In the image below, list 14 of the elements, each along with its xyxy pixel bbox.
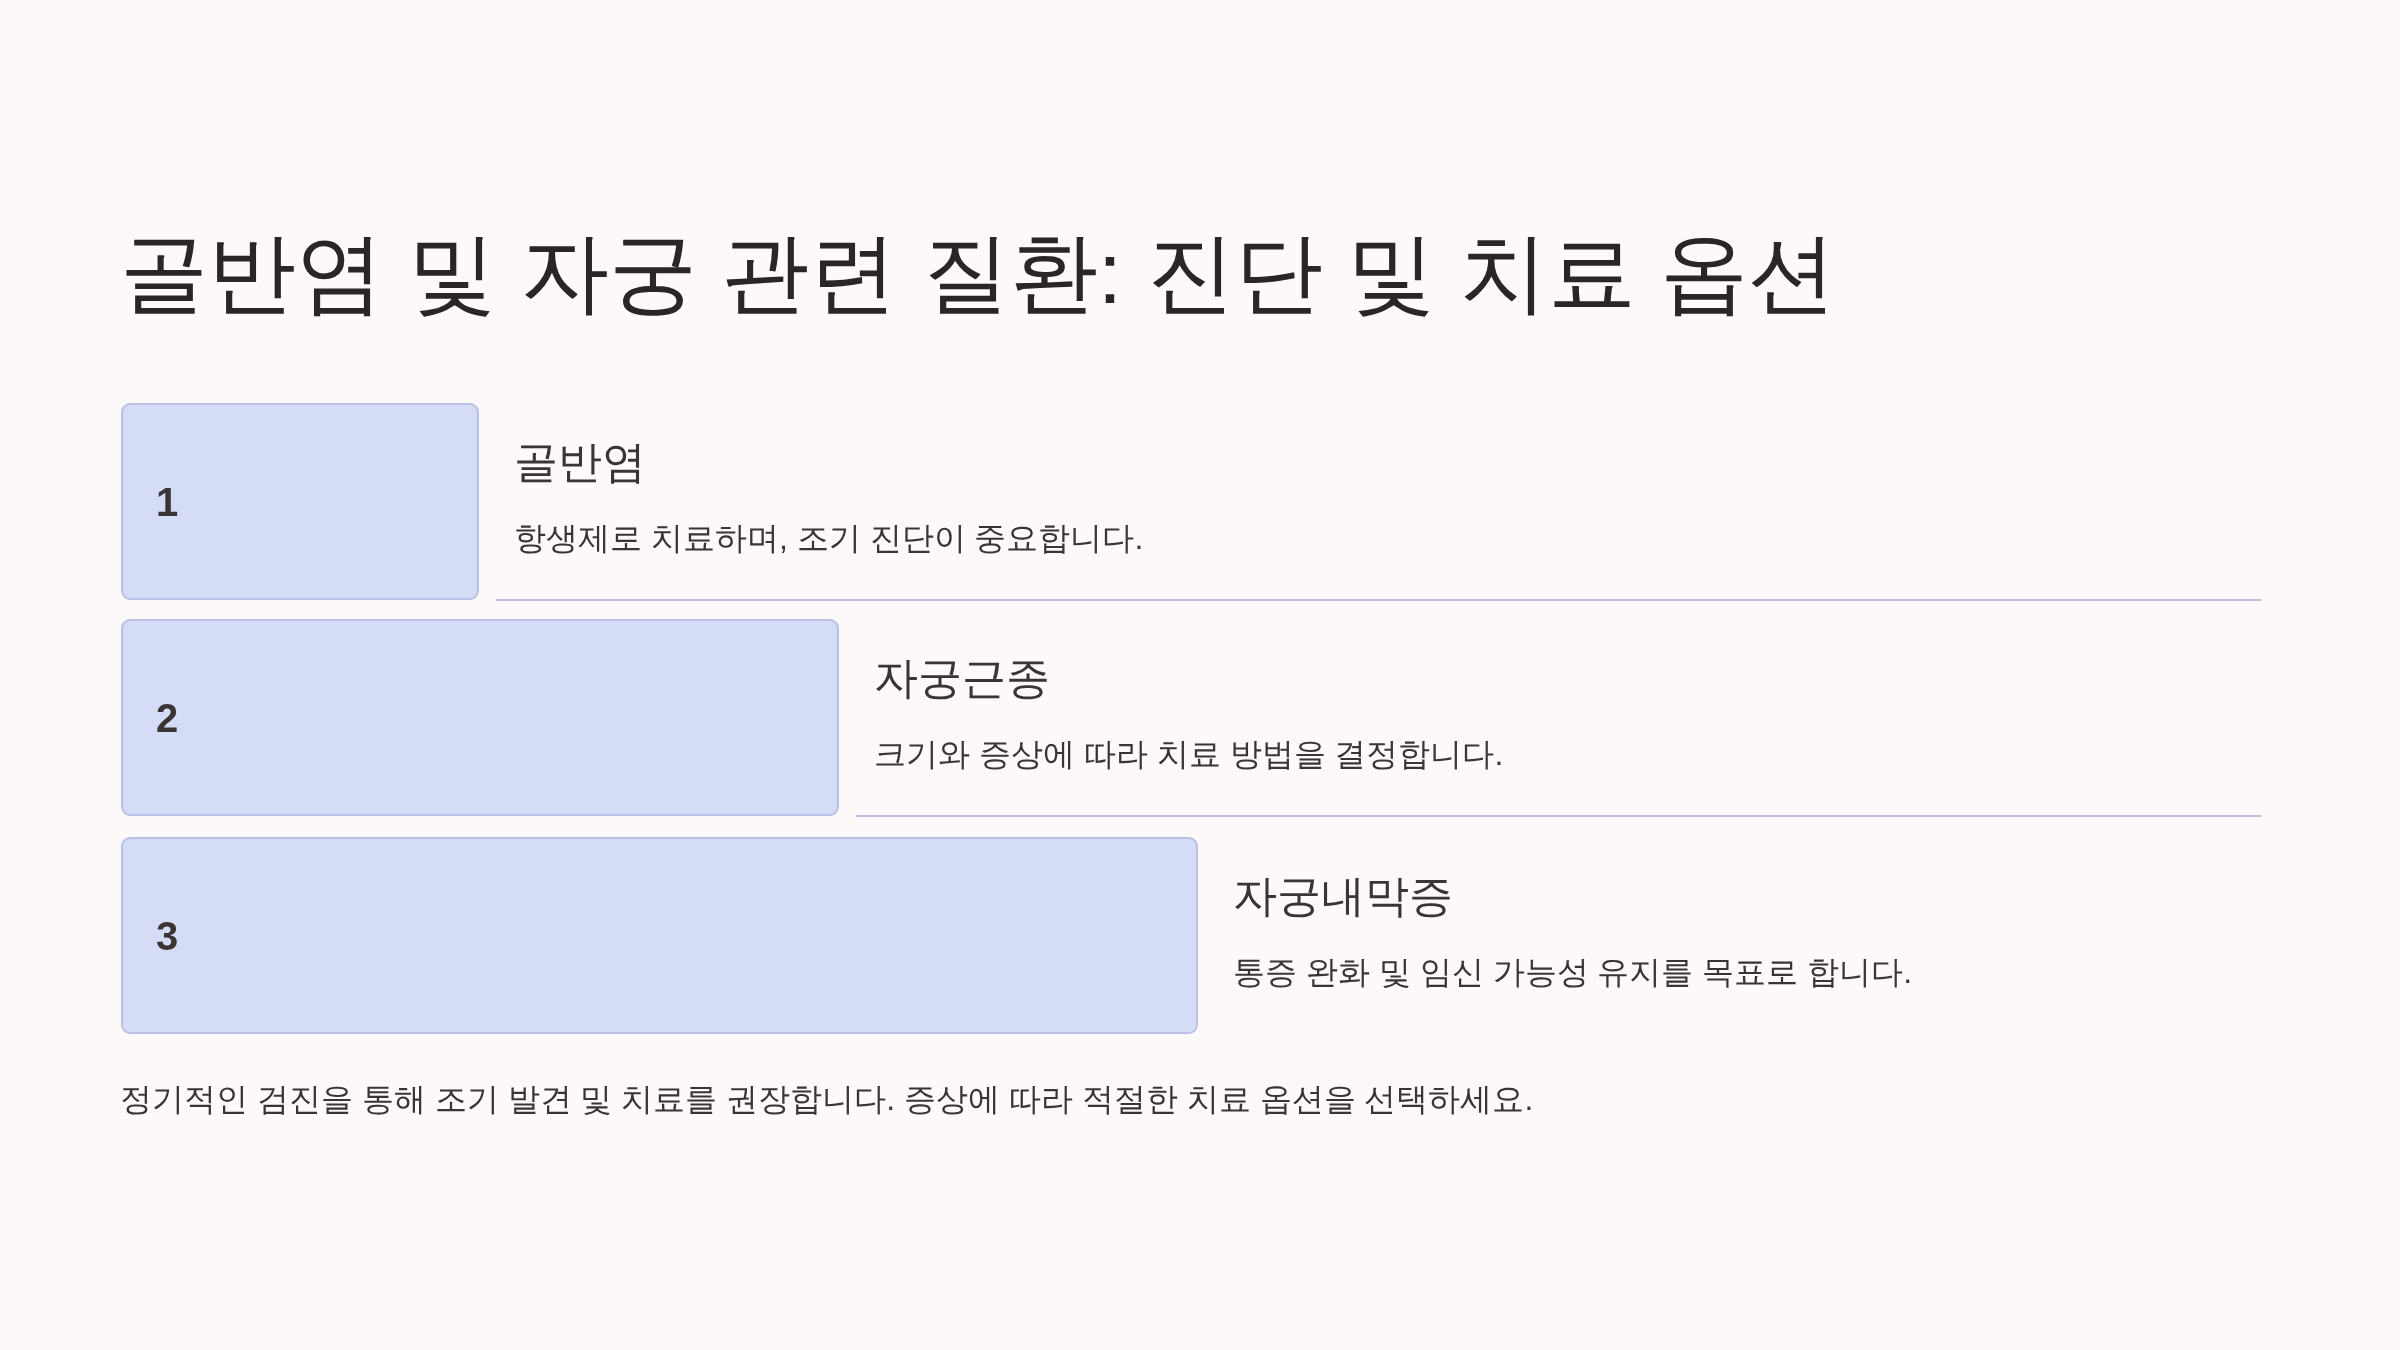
- step-heading: 자궁내막증: [1233, 870, 1453, 922]
- step-bar: [121, 619, 839, 816]
- step-description: 항생제로 치료하며, 조기 진단이 중요합니다.: [514, 519, 1144, 558]
- step-bar: [121, 837, 1198, 1034]
- footer-note: 정기적인 검진을 통해 조기 발견 및 치료를 권장합니다. 증상에 따라 적절한 치료 옵션을 선택하세요.: [120, 1080, 1534, 1119]
- step-heading: 골반염: [514, 436, 646, 488]
- step-number: 3: [156, 912, 179, 960]
- step-bar: [121, 403, 479, 600]
- step-number: 1: [156, 478, 179, 526]
- step-number: 2: [156, 694, 179, 742]
- step-description: 통증 완화 및 임신 가능성 유지를 목표로 합니다.: [1233, 953, 1913, 992]
- step-heading: 자궁근종: [874, 652, 1050, 704]
- step-description: 크기와 증상에 따라 치료 방법을 결정합니다.: [874, 735, 1504, 774]
- page-title: 골반염 및 자궁 관련 질환: 진단 및 치료 옵션: [120, 222, 1837, 324]
